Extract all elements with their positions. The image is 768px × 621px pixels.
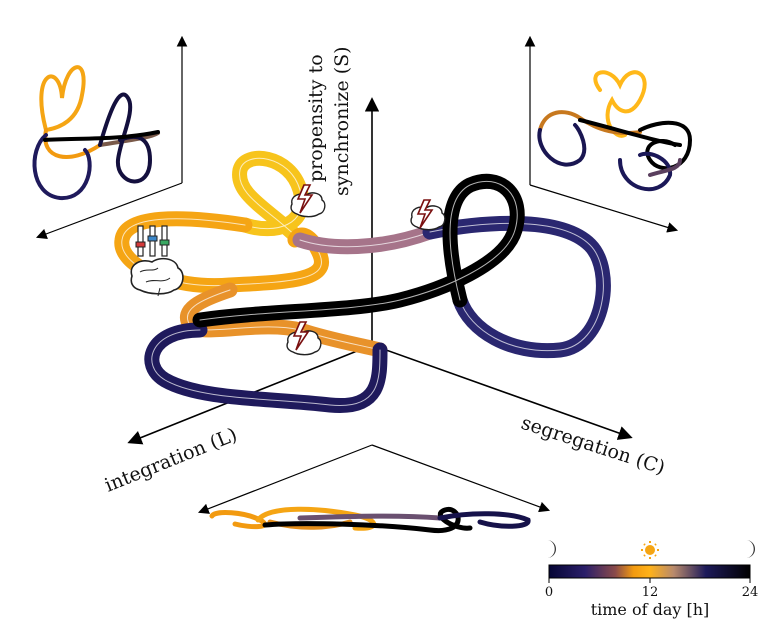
y-axis	[371, 344, 633, 440]
colorbar-tick-0: 0	[545, 585, 553, 600]
z-axis-label-line1: propensity to	[305, 54, 327, 182]
lightning-icon	[292, 321, 310, 351]
sun-icon	[641, 541, 659, 559]
moon-icon	[547, 540, 556, 558]
x-axis-label: integration (L)	[102, 424, 241, 497]
colorbar-title: time of day [h]	[591, 600, 710, 619]
lightning-icon	[416, 199, 434, 229]
projection-top-left	[32, 35, 188, 240]
equalizer-icon	[135, 225, 170, 257]
main-trajectory	[114, 150, 611, 414]
colorbar-legend: 0 12 24 time of day [h]	[545, 540, 758, 619]
projection-top-right	[524, 35, 693, 233]
brain-icon	[130, 257, 184, 297]
moon-icon	[746, 540, 755, 558]
z-axis-label-line2: synchronize (S)	[331, 46, 353, 196]
y-axis-label: segregation (C)	[518, 412, 667, 479]
colorbar-tick-24: 24	[742, 585, 759, 600]
lightning-icon	[296, 184, 314, 214]
colorbar	[548, 564, 751, 579]
colorbar-tick-12: 12	[642, 585, 659, 600]
projection-bottom	[197, 444, 551, 534]
